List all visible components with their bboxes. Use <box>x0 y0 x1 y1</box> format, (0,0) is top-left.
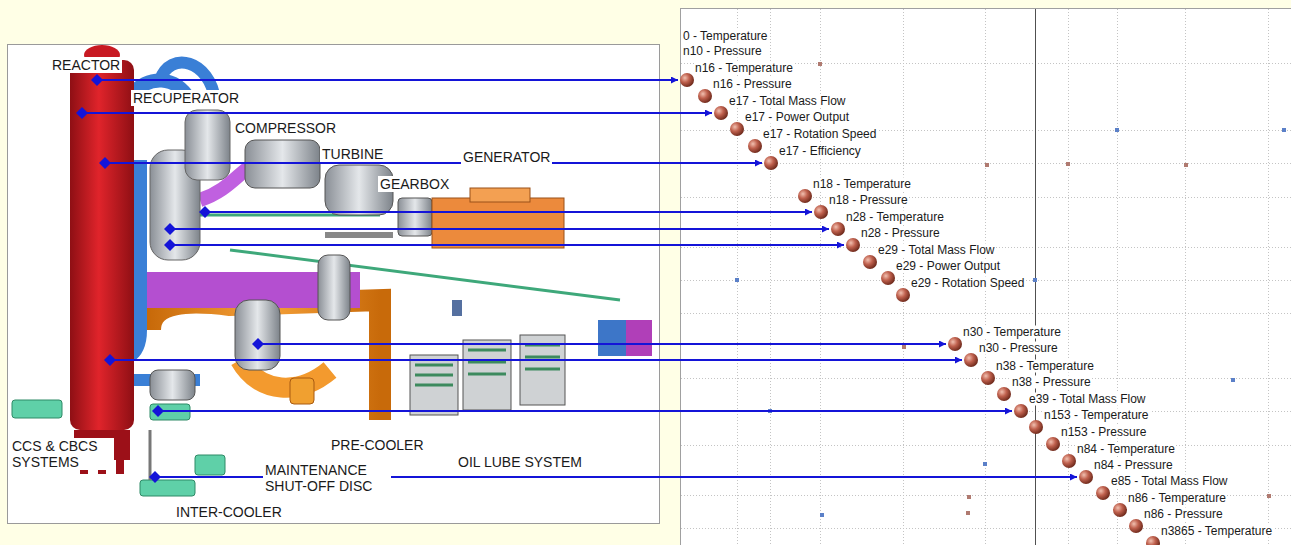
part-label: RECUPERATOR <box>131 90 241 106</box>
parameter-label: n28 - Pressure <box>860 227 941 240</box>
parameter-label: n18 - Temperature <box>812 178 912 191</box>
parameter-label: n10 - Pressure <box>682 45 763 58</box>
part-label: GEARBOX <box>378 176 451 192</box>
parameter-label: n38 - Temperature <box>995 360 1095 373</box>
part-label: GENERATOR <box>461 149 552 165</box>
parameter-label: n3865 - Temperature <box>1160 525 1273 538</box>
parameter-label: e85 - Total Mass Flow <box>1110 475 1229 488</box>
parameter-label: n18 - Pressure <box>828 194 909 207</box>
part-label: PRE-COOLER <box>329 437 426 453</box>
parameter-label: n86 - Pressure <box>1143 508 1224 521</box>
part-label: OIL LUBE SYSTEM <box>456 454 584 470</box>
parameter-label: n28 - Temperature <box>845 211 945 224</box>
parameter-label: n84 - Pressure <box>1093 459 1174 472</box>
parameter-label: n30 - Pressure <box>978 342 1059 355</box>
parameter-label: n153 - Pressure <box>1060 426 1147 439</box>
part-label: REACTOR <box>50 57 122 73</box>
parameter-label: e29 - Rotation Speed <box>910 277 1025 290</box>
part-label: INTER-COOLER <box>174 504 284 520</box>
parameter-label: n38 - Pressure <box>1011 376 1092 389</box>
parameter-label: e17 - Total Mass Flow <box>728 95 847 108</box>
parameter-label: n153 - Temperature <box>1043 409 1150 422</box>
parameter-label: e29 - Power Output <box>895 260 1001 273</box>
parameter-label: n16 - Pressure <box>712 78 793 91</box>
parameter-label: e29 - Total Mass Flow <box>877 244 996 257</box>
parameter-label: e17 - Rotation Speed <box>762 128 877 141</box>
parameter-label: n86 - Temperature <box>1127 492 1227 505</box>
part-label: COMPRESSOR <box>233 120 338 136</box>
parameter-label: e17 - Efficiency <box>778 145 862 158</box>
parameter-label: e39 - Total Mass Flow <box>1028 393 1147 406</box>
parameter-label: e17 - Power Output <box>744 111 850 124</box>
part-label: TURBINE <box>320 146 385 162</box>
part-label: MAINTENANCE SHUT-OFF DISC <box>263 462 391 494</box>
parameter-label: 0 - Temperature <box>682 30 769 43</box>
parameter-label: n30 - Temperature <box>962 326 1062 339</box>
parameter-label: n84 - Temperature <box>1076 443 1176 456</box>
part-label: CCS & CBCS SYSTEMS <box>10 438 114 470</box>
parameter-label: n16 - Temperature <box>694 62 794 75</box>
